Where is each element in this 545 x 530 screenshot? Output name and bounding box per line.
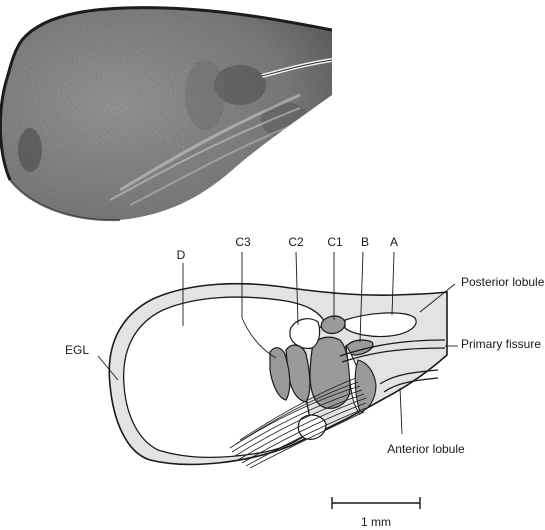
label-b: B <box>361 235 369 249</box>
scale-bar: 1 mm <box>331 497 421 529</box>
label-anterior-lobule: Anterior lobule <box>387 442 465 456</box>
label-c3: C3 <box>235 235 251 249</box>
lobule-c2 <box>289 318 321 349</box>
label-posterior-lobule: Posterior lobule <box>461 275 545 289</box>
primary-fissure-line-2 <box>341 347 446 363</box>
primary-fissure-line <box>339 339 446 357</box>
label-c1: C1 <box>327 235 343 249</box>
lobule-c1-top <box>320 315 346 335</box>
anterior-fold-2 <box>383 377 439 393</box>
lobule-a <box>344 312 417 338</box>
label-primary-fissure: Primary fissure <box>461 337 541 351</box>
histology-photo <box>0 6 333 222</box>
label-a: A <box>390 235 398 249</box>
fiber-bundle <box>229 377 367 469</box>
lobule-b-lower <box>354 359 377 413</box>
anterior-fold <box>379 369 439 385</box>
label-d: D <box>177 248 186 262</box>
label-egl: EGL <box>65 343 89 357</box>
schematic-drawing: D C3 C2 C1 B A Posterior lobule Primary … <box>65 235 545 469</box>
lobule-c2-lower <box>285 344 311 403</box>
scale-bar-label: 1 mm <box>361 515 391 529</box>
lobule-c3 <box>269 347 291 401</box>
label-c2: C2 <box>288 235 304 249</box>
leader-lines <box>97 251 458 435</box>
lobule-c1 <box>309 336 351 409</box>
